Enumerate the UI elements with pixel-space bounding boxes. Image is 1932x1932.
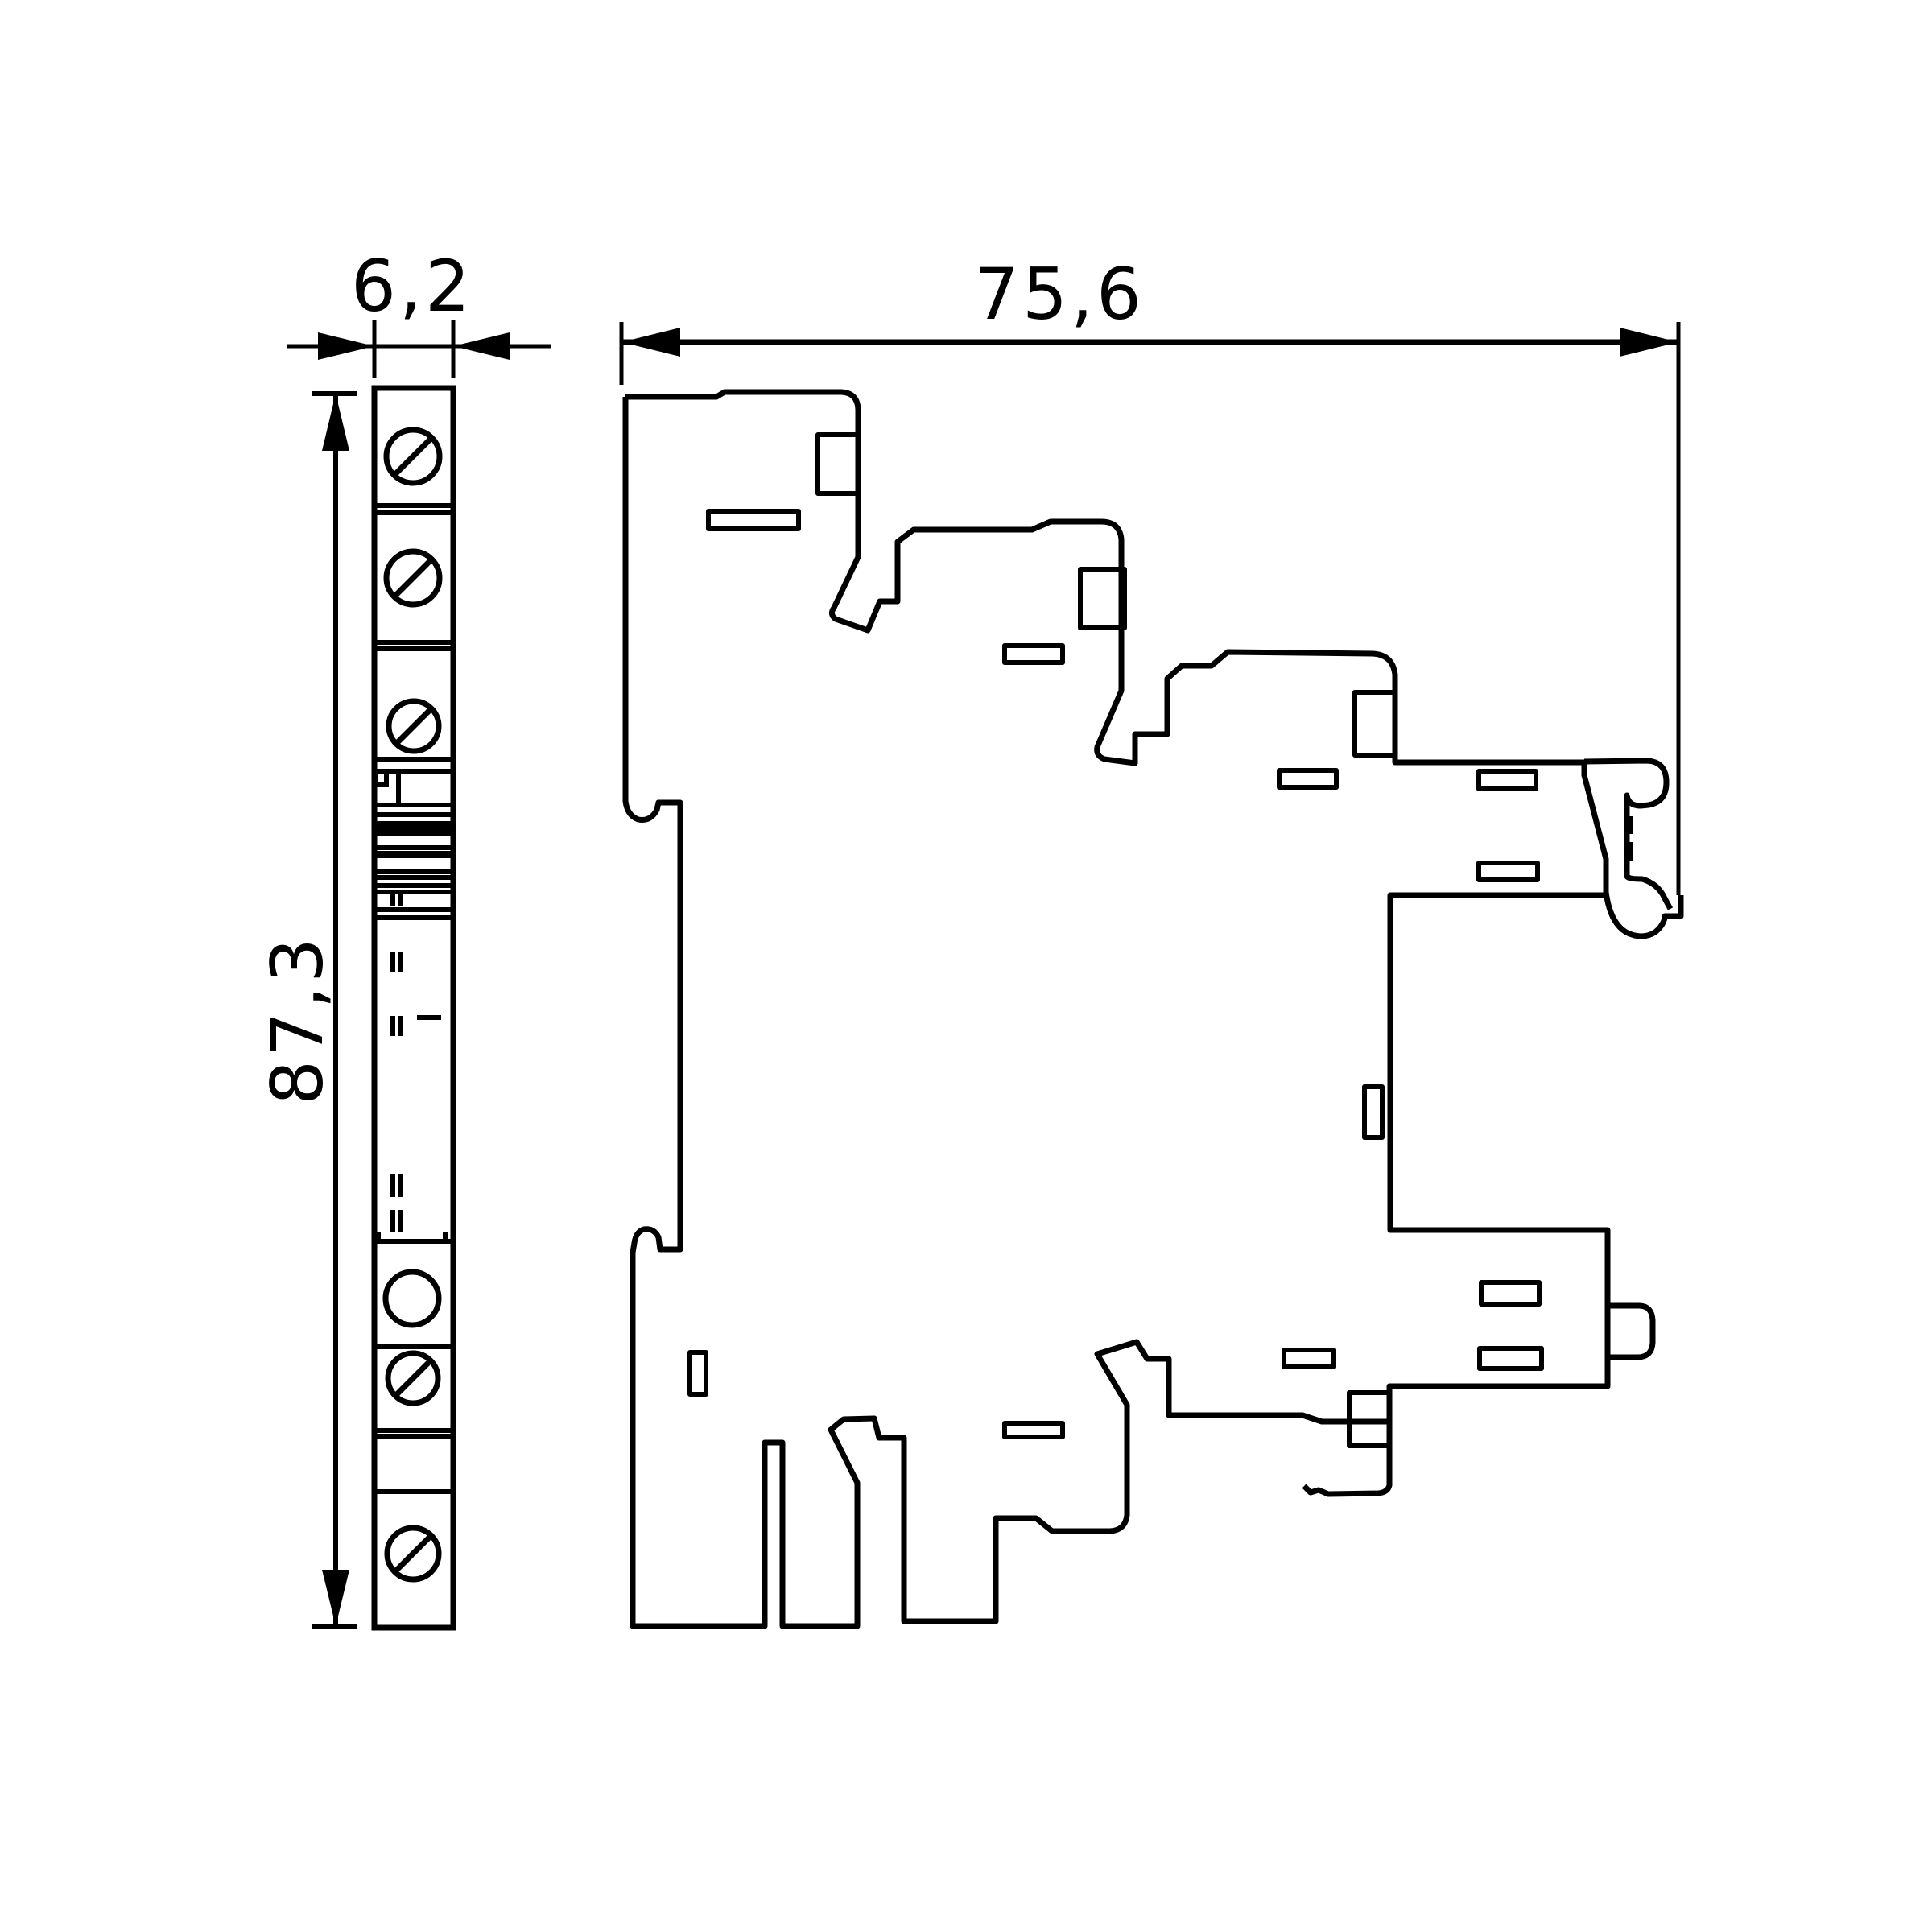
claw-tooth — [1624, 842, 1633, 861]
slot — [1479, 1280, 1542, 1307]
slot — [1477, 1346, 1544, 1371]
flange-tab-outline — [1302, 1386, 1393, 1497]
clip-notch — [815, 432, 861, 496]
dimension-width: 6,2 — [287, 245, 551, 378]
slot-vertical — [687, 1350, 708, 1397]
marking-ticks — [390, 894, 403, 1232]
arrowhead-right-icon — [318, 332, 374, 360]
slot — [706, 509, 801, 531]
slot — [1002, 643, 1065, 665]
catch-bump-outline — [1608, 1302, 1656, 1360]
dimension-depth: 75,6 — [619, 253, 1681, 895]
slot-vertical — [1362, 1084, 1385, 1140]
slotted-screw-icon — [384, 1525, 442, 1583]
dimension-height: 87,3 — [256, 391, 357, 1629]
claw-tooth — [1624, 816, 1633, 834]
profile-outline-bottom — [622, 397, 1611, 1629]
front-view-screws — [382, 427, 443, 1583]
corner-ticks — [376, 1232, 448, 1241]
arrowhead-left-icon — [621, 328, 680, 357]
clip-notch — [1347, 1390, 1392, 1448]
arrowhead-down-icon — [322, 1570, 349, 1626]
dim-label-depth: 75,6 — [974, 253, 1145, 336]
contact-slots — [687, 509, 1544, 1439]
din-claw-outline — [1583, 758, 1674, 910]
clip-notch — [1078, 567, 1127, 630]
profile-outline-top — [625, 389, 1684, 939]
slotted-screw-icon — [383, 427, 443, 486]
front-view — [371, 385, 456, 1631]
slot — [1277, 768, 1339, 790]
slot — [1282, 1348, 1336, 1369]
extension-ticks — [312, 391, 357, 1629]
front-view-detail-lines — [373, 503, 453, 1494]
arrowhead-left-icon — [453, 332, 510, 360]
slotted-screw-icon — [383, 548, 443, 608]
slot — [1002, 1421, 1065, 1439]
slotted-screw-icon — [386, 698, 442, 754]
clip-notches — [815, 432, 1397, 1448]
arrowhead-up-icon — [322, 394, 349, 451]
slotted-screw-icon — [385, 1350, 441, 1406]
round-hole-icon — [382, 1269, 442, 1328]
extension-ticks — [372, 320, 456, 378]
front-view-body — [371, 385, 456, 1631]
arrowhead-right-icon — [1620, 328, 1678, 357]
slot — [1476, 861, 1540, 882]
clip-notch — [1352, 690, 1397, 758]
dim-label-height: 87,3 — [256, 935, 339, 1105]
slot — [1476, 769, 1538, 791]
dim-label-width: 6,2 — [351, 245, 473, 328]
latch-notch — [373, 770, 389, 787]
separator-lines — [374, 503, 453, 1494]
side-view — [622, 389, 1684, 1629]
